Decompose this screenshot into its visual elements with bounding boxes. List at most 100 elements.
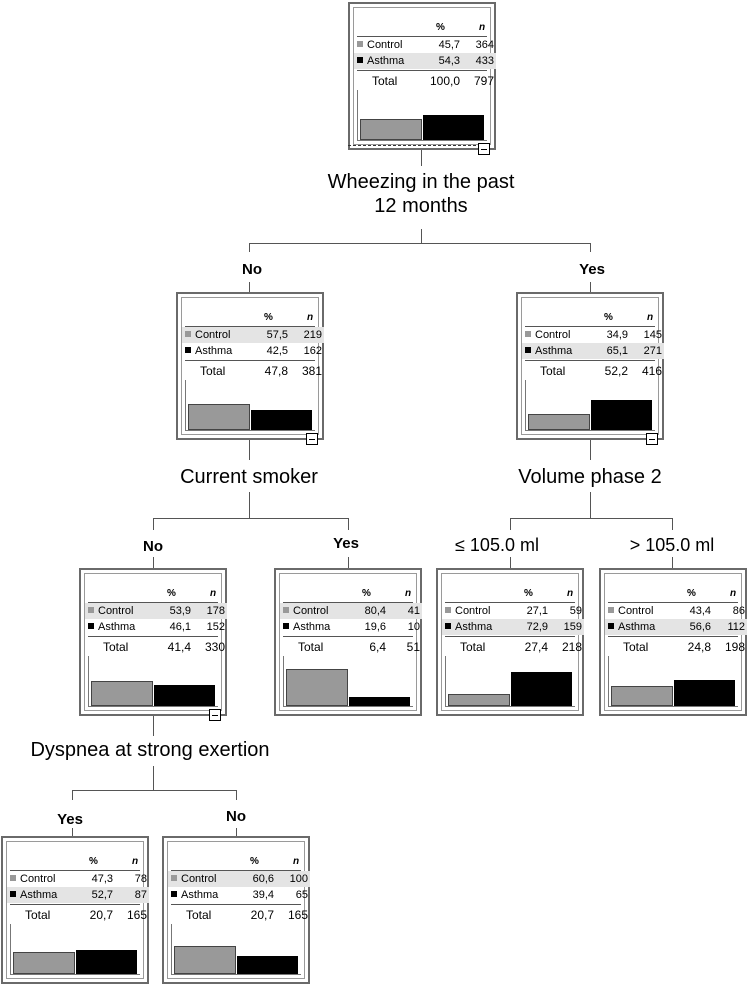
- split-label-volume: Volume phase 2: [518, 466, 662, 488]
- split-label-smoker: Current smoker: [180, 466, 318, 488]
- total-label: Total: [103, 640, 129, 654]
- percent-value: 53,9: [169, 605, 191, 617]
- bar-chart: [608, 656, 738, 707]
- count-value: 65: [295, 889, 308, 901]
- swatch-asthma: [283, 623, 289, 629]
- count-value: 271: [643, 345, 662, 357]
- total-label: Total: [540, 364, 566, 378]
- connector-line: [510, 518, 511, 530]
- percent-value: 56,6: [689, 621, 711, 633]
- total-label: Total: [186, 908, 212, 922]
- swatch-control: [88, 607, 94, 613]
- bar-asthma: [422, 115, 485, 140]
- swatch-asthma: [525, 347, 531, 353]
- bar-chart: [445, 656, 575, 707]
- divider: [185, 326, 315, 327]
- count-value: 86: [732, 605, 745, 617]
- swatch-control: [10, 875, 16, 881]
- category-label: Control: [181, 873, 217, 885]
- swatch-control: [445, 607, 451, 613]
- swatch-asthma: [185, 347, 191, 353]
- branch-label-smoker_no: No: [143, 538, 163, 555]
- count-value: 41: [407, 605, 420, 617]
- total-percent: 41,4: [167, 640, 191, 654]
- count-value: 145: [643, 329, 662, 341]
- divider: [445, 636, 575, 637]
- bar-asthma: [236, 956, 299, 974]
- category-label: Asthma: [98, 621, 136, 633]
- connector-line: [72, 790, 236, 791]
- connector-line: [590, 243, 591, 252]
- count-value: 178: [206, 605, 225, 617]
- category-label: Control: [293, 605, 329, 617]
- collapse-toggle-icon[interactable]: [306, 433, 318, 445]
- column-header-percent: %: [167, 588, 176, 599]
- total-count: 416: [641, 364, 662, 378]
- column-header-percent: %: [687, 588, 696, 599]
- count-value: 112: [727, 621, 745, 633]
- bar-control: [448, 694, 510, 706]
- connector-line: [153, 518, 348, 519]
- category-label: Control: [618, 605, 654, 617]
- connector-line: [590, 492, 591, 518]
- divider: [88, 636, 218, 637]
- count-value: 100: [289, 873, 308, 885]
- count-value: 152: [206, 621, 225, 633]
- swatch-asthma: [171, 891, 177, 897]
- total-count: 218: [561, 640, 582, 654]
- bar-control: [188, 404, 250, 430]
- total-percent: 27,4: [524, 640, 548, 654]
- connector-line: [153, 557, 154, 568]
- connector-line: [590, 282, 591, 292]
- category-label: Control: [195, 329, 231, 341]
- bar-chart: [283, 656, 413, 707]
- total-percent: 24,8: [687, 640, 711, 654]
- count-value: 159: [563, 621, 582, 633]
- category-label: Asthma: [181, 889, 219, 901]
- collapse-toggle-icon[interactable]: [478, 143, 490, 155]
- total-label: Total: [25, 908, 51, 922]
- count-value: 10: [407, 621, 420, 633]
- total-count: 165: [126, 908, 147, 922]
- divider: [171, 870, 301, 871]
- total-count: 198: [724, 640, 745, 654]
- percent-value: 45,7: [438, 39, 460, 51]
- percent-value: 42,5: [266, 345, 288, 357]
- total-percent: 20,7: [89, 908, 113, 922]
- bar-asthma: [590, 400, 653, 430]
- bar-chart: [525, 380, 655, 431]
- total-count: 797: [473, 74, 494, 88]
- category-label: Asthma: [455, 621, 493, 633]
- bar-control: [528, 414, 590, 430]
- total-percent: 20,7: [250, 908, 274, 922]
- collapse-toggle-icon[interactable]: [209, 709, 221, 721]
- column-header-n: n: [293, 856, 300, 867]
- connector-line: [510, 557, 511, 568]
- connector-line: [249, 492, 250, 518]
- connector-line: [672, 557, 673, 568]
- connector-line: [153, 716, 154, 736]
- count-value: 78: [134, 873, 147, 885]
- category-label: Control: [98, 605, 134, 617]
- collapse-toggle-icon[interactable]: [646, 433, 658, 445]
- row-control: Control 53,9 178: [85, 603, 227, 619]
- column-header-n: n: [567, 588, 574, 599]
- total-percent: 100,0: [429, 74, 460, 88]
- divider: [10, 870, 140, 871]
- total-count: 381: [301, 364, 322, 378]
- branch-label-wheeze_no: No: [242, 261, 262, 278]
- connector-line: [236, 828, 237, 836]
